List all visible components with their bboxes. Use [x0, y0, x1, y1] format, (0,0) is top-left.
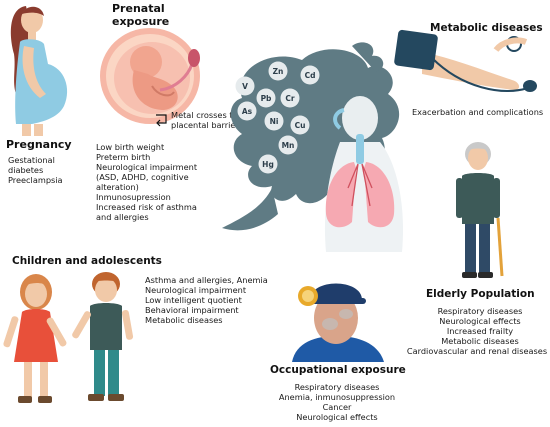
metal-element-circles: Zn Cd V Pb Cr As Ni Cu Mn Hg: [235, 61, 320, 174]
metal-element-zn: Zn: [268, 61, 288, 81]
elderly-item: Increased frailty: [446, 326, 514, 336]
prenatal-item: Increased risk of asthma: [96, 202, 197, 212]
arrow-icon: [156, 114, 167, 127]
prenatal-item: Inmunosupression: [96, 192, 171, 202]
svg-text:Mn: Mn: [282, 141, 295, 150]
elderly-item: Cardiovascular and renal diseases: [406, 346, 548, 356]
occupational-item: Neurological effects: [296, 412, 378, 422]
svg-text:Cu: Cu: [295, 121, 306, 130]
occupational-item: Cancer: [322, 402, 352, 412]
svg-text:Cd: Cd: [305, 71, 316, 80]
elderly-item: Metabolic diseases: [441, 336, 519, 346]
occupational-title: Occupational exposure: [270, 364, 406, 376]
elderly-man-illustration: [456, 142, 504, 278]
prenatal-item: (ASD, ADHD, cognitive: [96, 172, 189, 182]
svg-text:Zn: Zn: [273, 67, 284, 76]
svg-text:Hg: Hg: [262, 160, 274, 169]
children-item: Metabolic diseases: [145, 315, 223, 325]
occupational-item: Respiratory diseases: [294, 382, 380, 392]
children-item: Asthma and allergies, Anemia: [145, 275, 268, 285]
prenatal-title-line1: Prenatal: [112, 2, 165, 15]
svg-text:Pb: Pb: [261, 94, 272, 103]
metabolic-title: Metabolic diseases: [430, 22, 543, 34]
placental-barrier-note: Metal crosses the: [171, 110, 243, 120]
metal-element-as: As: [237, 101, 257, 121]
svg-text:V: V: [242, 82, 248, 91]
fetus-womb-illustration: [100, 28, 200, 124]
metal-element-cd: Cd: [300, 65, 320, 85]
pregnancy-item: diabetes: [8, 165, 44, 175]
pregnancy-item: Gestational: [8, 155, 55, 165]
metal-element-v: V: [235, 76, 255, 96]
miner-illustration: [292, 283, 384, 362]
pregnant-woman-illustration: [10, 6, 68, 136]
metal-element-pb: Pb: [256, 88, 276, 108]
prenatal-item: Low birth weight: [96, 142, 165, 152]
elderly-item: Respiratory diseases: [437, 306, 523, 316]
svg-text:Cr: Cr: [285, 94, 295, 103]
elderly-item: Neurological effects: [439, 316, 521, 326]
metal-element-cu: Cu: [290, 115, 310, 135]
pregnancy-title: Pregnancy: [6, 138, 72, 151]
blood-pressure-cuff-illustration: [394, 29, 537, 92]
children-title: Children and adolescents: [12, 255, 162, 267]
placental-barrier-note: placental barrier: [171, 120, 239, 130]
prenatal-title-line2: exposure: [112, 15, 170, 28]
metal-element-ni: Ni: [264, 111, 284, 131]
metal-element-hg: Hg: [258, 154, 278, 174]
prenatal-item: and allergies: [96, 212, 149, 222]
prenatal-item: Neurological impairment: [96, 162, 198, 172]
metal-element-mn: Mn: [278, 135, 298, 155]
svg-text:Ni: Ni: [270, 117, 279, 126]
occupational-item: Anemia, inmunosuppression: [278, 392, 396, 402]
children-illustration: [3, 272, 134, 403]
prenatal-item: Preterm birth: [96, 152, 151, 162]
elderly-title: Elderly Population: [426, 288, 535, 300]
children-item: Behavioral impairment: [145, 305, 239, 315]
pregnancy-item: Preeclampsia: [8, 175, 63, 185]
metal-element-cr: Cr: [280, 88, 300, 108]
prenatal-item: alteration): [96, 182, 139, 192]
metabolic-subtitle: Exacerbation and complications: [412, 107, 544, 117]
children-item: Neurological impairment: [145, 285, 247, 295]
children-item: Low intelligent quotient: [145, 295, 242, 305]
svg-text:As: As: [242, 107, 253, 116]
